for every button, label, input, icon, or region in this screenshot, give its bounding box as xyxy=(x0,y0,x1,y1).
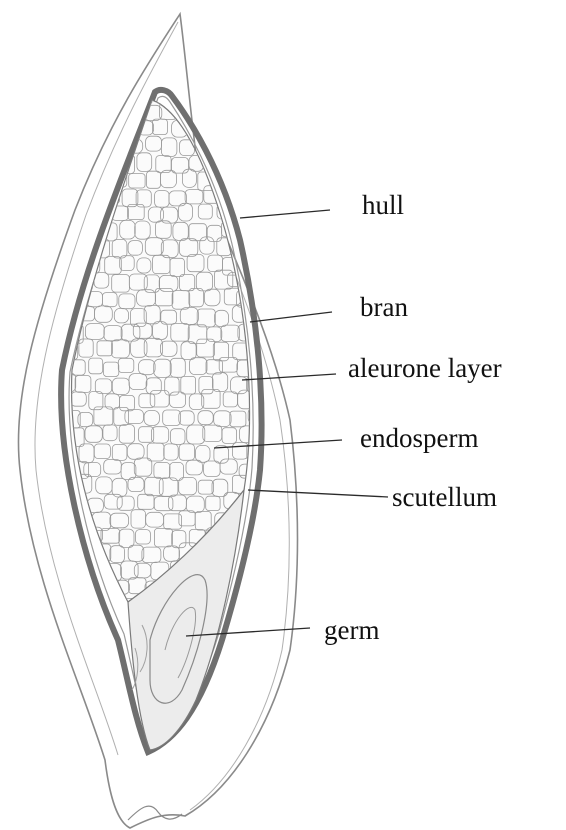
endosperm-cell xyxy=(211,104,229,121)
endosperm-cell xyxy=(224,120,241,138)
label-scutellum: scutellum xyxy=(392,482,497,512)
endosperm-cell xyxy=(76,207,94,225)
endosperm-cell xyxy=(67,221,83,238)
endosperm-cell xyxy=(69,119,84,137)
endosperm-cell xyxy=(204,123,221,139)
scutellum-leader xyxy=(248,490,388,497)
endosperm-cell xyxy=(212,138,229,154)
endosperm-cell xyxy=(50,188,67,205)
endosperm-cell xyxy=(193,106,212,121)
endosperm-cell xyxy=(240,188,258,206)
endosperm-cell xyxy=(66,255,84,272)
aleurone-leader xyxy=(242,374,336,380)
label-bran: bran xyxy=(360,292,408,322)
endosperm-cell xyxy=(230,107,245,121)
endosperm-cell xyxy=(76,139,94,156)
endosperm-cell xyxy=(84,119,101,133)
endosperm-cell xyxy=(67,598,86,616)
endosperm-cell xyxy=(240,155,258,171)
endosperm-cell xyxy=(84,89,101,103)
label-aleurone-layer: aleurone layer xyxy=(348,353,502,383)
endosperm-cell xyxy=(70,563,87,579)
endosperm-cell xyxy=(240,121,259,138)
endosperm-cell xyxy=(53,494,70,510)
endosperm-cell xyxy=(50,527,68,542)
endosperm-cell xyxy=(52,119,67,135)
endosperm-cell xyxy=(79,104,95,119)
endosperm-cell xyxy=(57,545,75,559)
label-germ: germ xyxy=(324,615,379,645)
endosperm-cell xyxy=(105,157,121,171)
endosperm-cell xyxy=(228,139,244,156)
endosperm-cell xyxy=(53,88,67,103)
endosperm-cell xyxy=(68,153,83,171)
endosperm-cell xyxy=(63,172,78,187)
bran-leader xyxy=(250,312,332,322)
endosperm-cell xyxy=(246,582,261,596)
endosperm-cell xyxy=(83,154,102,173)
endosperm-cell xyxy=(49,157,67,171)
endosperm-cell xyxy=(96,101,111,119)
label-endosperm: endosperm xyxy=(360,423,478,453)
endosperm-cell xyxy=(59,136,78,153)
endosperm-cell xyxy=(237,597,254,615)
endosperm-cell xyxy=(102,88,117,105)
endosperm-cell xyxy=(63,103,79,120)
endosperm-cell xyxy=(224,88,239,103)
endosperm-cell xyxy=(220,152,236,171)
endosperm-cell xyxy=(229,175,246,190)
endosperm-cell xyxy=(77,580,93,594)
label-hull: hull xyxy=(362,190,404,220)
endosperm-cell xyxy=(85,188,100,204)
labels: hull bran aleurone layer endosperm scute… xyxy=(324,190,502,645)
hull-leader xyxy=(240,210,330,218)
endosperm-cell xyxy=(249,170,264,185)
endosperm-cell xyxy=(237,84,253,101)
endosperm-cell xyxy=(244,103,262,121)
endosperm-cell xyxy=(207,86,222,103)
endosperm-cell xyxy=(246,138,261,154)
endosperm-cell xyxy=(245,237,263,255)
endosperm-cell xyxy=(68,84,86,101)
